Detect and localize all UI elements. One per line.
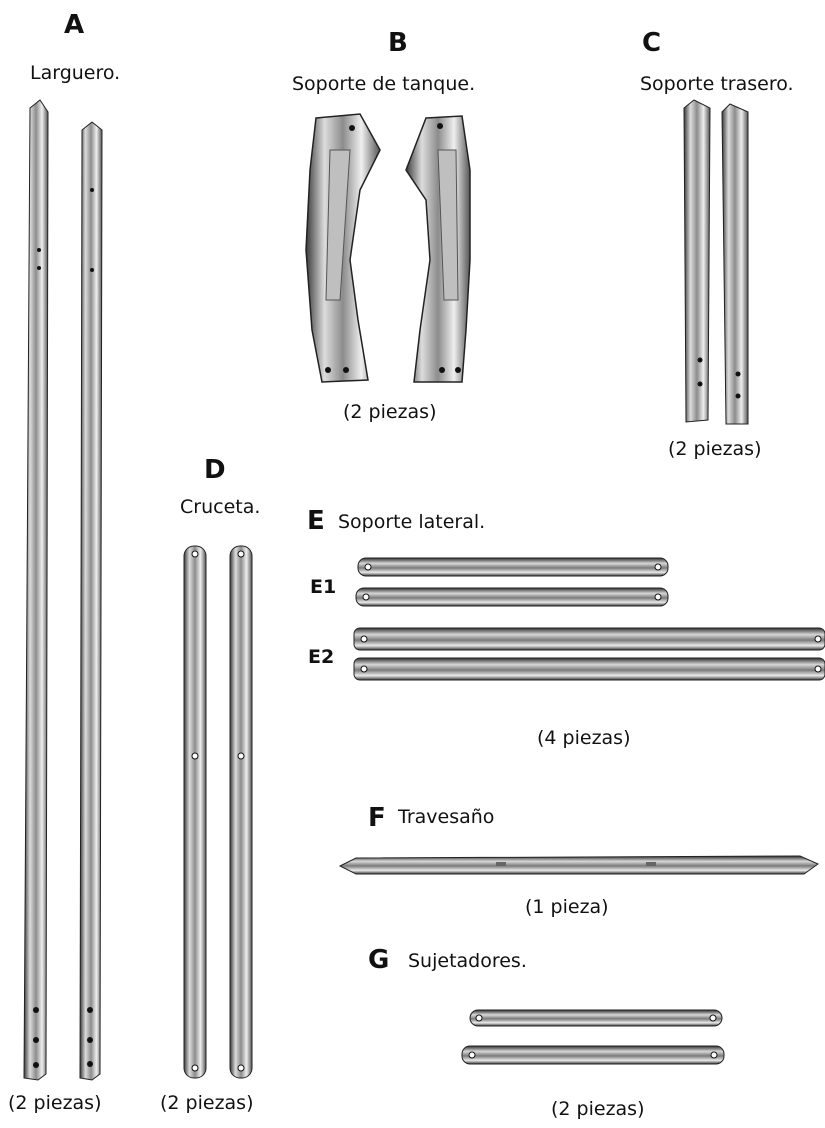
part-d-brace-left (184, 546, 206, 1078)
part-g-fastener-bottom (462, 1046, 724, 1064)
part-a-rail-right (80, 122, 102, 1080)
part-a-rail-left (24, 100, 48, 1080)
part-e2-bar-bottom (354, 658, 825, 680)
part-g-fastener-top (470, 1010, 722, 1026)
part-e1-bar-top (358, 558, 668, 576)
part-b-support-left (306, 114, 380, 382)
part-b-support-right (406, 116, 470, 382)
part-f-crossbar (340, 856, 818, 874)
part-c-support-right (722, 104, 748, 424)
part-c-support-left (684, 100, 710, 422)
part-e1-bar-bottom (356, 588, 668, 606)
part-e2-bar-top (354, 628, 825, 650)
part-d-brace-right (230, 546, 252, 1078)
